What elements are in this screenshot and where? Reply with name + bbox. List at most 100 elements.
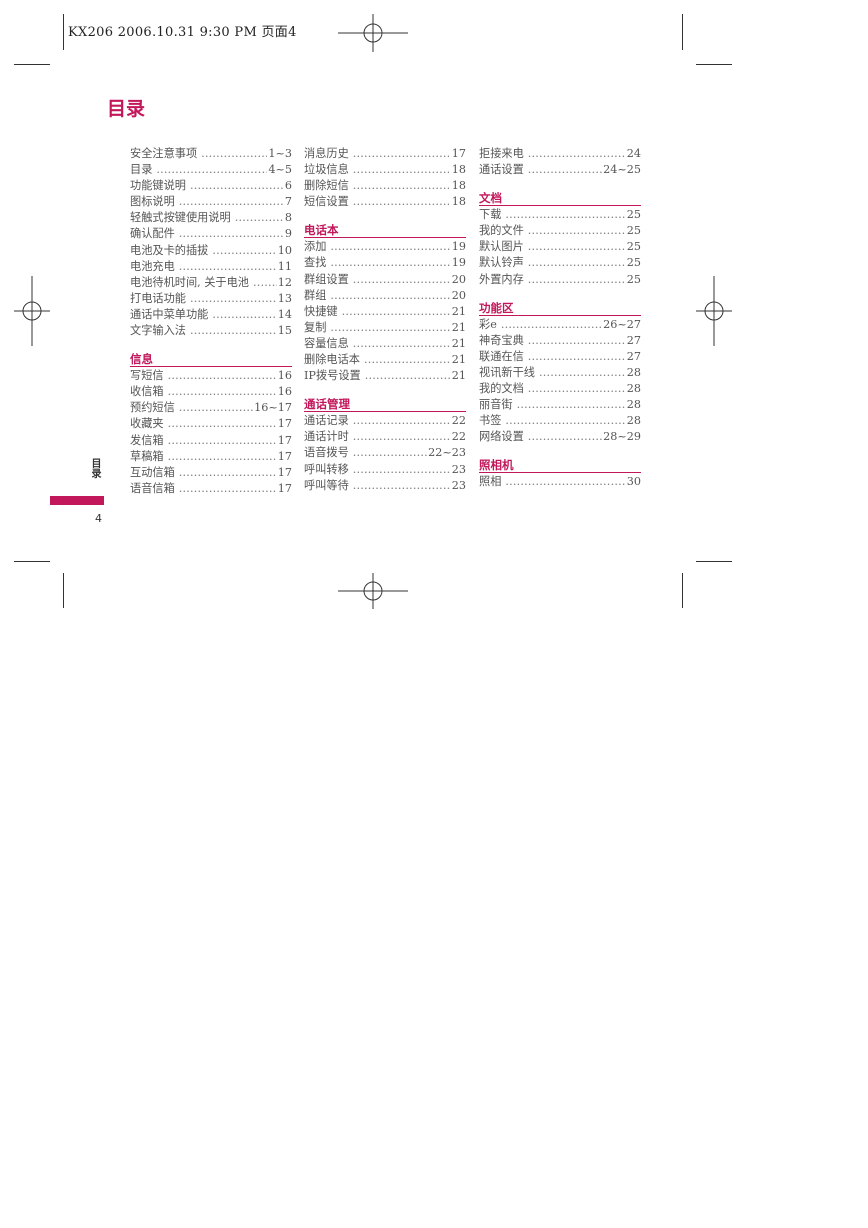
toc-entry[interactable]: 图标说明7 — [130, 194, 292, 210]
toc-entry[interactable]: 草稿箱17 — [130, 449, 292, 465]
toc-entry[interactable]: 网络设置28~29 — [479, 429, 641, 445]
dot-leader — [330, 255, 450, 271]
dot-leader — [505, 207, 625, 223]
toc-entry[interactable]: 短信设置18 — [304, 194, 466, 210]
toc-entry[interactable]: 发信箱17 — [130, 433, 292, 449]
toc-entry[interactable]: 查找19 — [304, 255, 466, 271]
dot-leader — [201, 146, 267, 162]
toc-entry[interactable]: 轻触式按键使用说明8 — [130, 210, 292, 226]
toc-entry[interactable]: 通话计时22 — [304, 429, 466, 445]
toc-entry[interactable]: 垃圾信息18 — [304, 162, 466, 178]
toc-entry-label: 安全注意事项 — [130, 147, 198, 160]
dot-leader — [212, 307, 276, 323]
toc-entry[interactable]: 快捷键21 — [304, 304, 466, 320]
toc-entry-page: 18 — [451, 163, 466, 177]
toc-section: 信息写短信16收信箱16预约短信16~17收藏夹17发信箱17草稿箱17互动信箱… — [130, 352, 292, 497]
toc-entry-page: 27 — [626, 349, 641, 363]
toc-entry[interactable]: 丽音街28 — [479, 397, 641, 413]
toc-entry[interactable]: 电池待机时间, 关于电池12 — [130, 275, 292, 291]
dot-leader — [253, 275, 277, 291]
dot-leader — [342, 304, 451, 320]
toc-entry-page: 17 — [277, 465, 292, 479]
toc-entry[interactable]: 下载25 — [479, 207, 641, 223]
toc-section: 文档下载25我的文件25默认图片25默认铃声25外置内存25 — [479, 191, 641, 287]
toc-entry[interactable]: 拒接来电24 — [479, 146, 641, 162]
toc-entry[interactable]: 默认铃声25 — [479, 255, 641, 271]
toc-entry[interactable]: 消息历史17 — [304, 146, 466, 162]
dot-leader — [365, 368, 451, 384]
toc-entry[interactable]: 安全注意事项1~3 — [130, 146, 292, 162]
toc-entry-label: 呼叫转移 — [304, 462, 349, 476]
toc-entry[interactable]: 神奇宝典27 — [479, 333, 641, 349]
toc-entry[interactable]: 写短信16 — [130, 368, 292, 384]
toc-entry[interactable]: 语音信箱17 — [130, 481, 292, 497]
toc-entry-page: 21 — [451, 320, 466, 334]
section-title: 电话本 — [304, 223, 466, 239]
toc-entry-page: 25 — [626, 240, 641, 254]
page-title: 目录 — [107, 98, 146, 120]
dot-leader — [528, 333, 626, 349]
print-header: KX206 2006.10.31 9:30 PM 页面4 — [68, 25, 297, 40]
toc-entry[interactable]: 通话记录22 — [304, 413, 466, 429]
toc-entry[interactable]: 电池及卡的插拔10 — [130, 243, 292, 259]
toc-entry-page: 6 — [284, 179, 292, 193]
dot-leader — [235, 210, 284, 226]
dot-leader — [190, 291, 277, 307]
toc-entry-page: 23 — [451, 462, 466, 476]
toc-entry[interactable]: 彩e26~27 — [479, 317, 641, 333]
toc-entry-page: 19 — [451, 240, 466, 254]
toc-entry[interactable]: 群组设置20 — [304, 272, 466, 288]
toc-entry[interactable]: 收信箱16 — [130, 384, 292, 400]
toc-entry[interactable]: 确认配件9 — [130, 226, 292, 242]
toc-entry-page: 27 — [626, 333, 641, 347]
dot-leader — [528, 162, 602, 178]
toc-entry-page: 22 — [451, 414, 466, 428]
toc-entry[interactable]: 群组20 — [304, 288, 466, 304]
toc-entry[interactable]: 外置内存25 — [479, 272, 641, 288]
toc-entry[interactable]: 功能键说明 6 — [130, 178, 292, 194]
toc-entry[interactable]: 联通在信27 — [479, 349, 641, 365]
toc-entry[interactable]: 目录4~5 — [130, 162, 292, 178]
toc-entry[interactable]: 容量信息21 — [304, 336, 466, 352]
section-title: 文档 — [479, 191, 641, 207]
registration-mark-icon — [14, 276, 50, 346]
dot-leader — [364, 352, 451, 368]
toc-entry[interactable]: 照相30 — [479, 474, 641, 490]
toc-entry-label: 功能键说明 — [130, 179, 186, 193]
toc-entry[interactable]: 我的文件25 — [479, 223, 641, 239]
toc-entry[interactable]: 呼叫等待23 — [304, 478, 466, 494]
toc-entry[interactable]: 删除电话本21 — [304, 352, 466, 368]
dot-leader — [528, 429, 602, 445]
dot-leader — [353, 478, 451, 494]
toc-entry-label: 目录 — [130, 163, 153, 177]
toc-entry[interactable]: 呼叫转移 23 — [304, 462, 466, 478]
registration-mark-icon — [338, 14, 408, 52]
toc-entry[interactable]: 文字输入法15 — [130, 323, 292, 339]
toc-entry[interactable]: 预约短信16~17 — [130, 400, 292, 416]
toc-entry[interactable]: 添加19 — [304, 239, 466, 255]
toc-entry[interactable]: 我的文档28 — [479, 381, 641, 397]
toc-entry[interactable]: IP拨号设置21 — [304, 368, 466, 384]
dot-leader — [353, 146, 451, 162]
toc-entry[interactable]: 复制21 — [304, 320, 466, 336]
toc-entry[interactable]: 通话中菜单功能14 — [130, 307, 292, 323]
toc-entry[interactable]: 互动信箱17 — [130, 465, 292, 481]
toc-entry[interactable]: 收藏夹17 — [130, 416, 292, 432]
toc-entry[interactable]: 电池充电11 — [130, 259, 292, 275]
toc-entry-label: 轻触式按键使用说明 — [130, 211, 231, 225]
dot-leader — [353, 429, 451, 445]
toc-entry[interactable]: 通话设置24~25 — [479, 162, 641, 178]
toc-entry[interactable]: 视讯新干线28 — [479, 365, 641, 381]
crop-mark — [696, 561, 732, 562]
toc-entry[interactable]: 打电话功能13 — [130, 291, 292, 307]
toc-entry[interactable]: 书签28 — [479, 413, 641, 429]
toc-entry-label: 打电话功能 — [130, 291, 186, 305]
toc-entry[interactable]: 默认图片25 — [479, 239, 641, 255]
toc-entry-page: 16 — [277, 385, 292, 399]
toc-entry[interactable]: 删除短信18 — [304, 178, 466, 194]
section-title: 照相机 — [479, 458, 641, 474]
toc-entry[interactable]: 语音拨号22~23 — [304, 445, 466, 461]
dot-leader — [353, 162, 451, 178]
dot-leader — [505, 413, 625, 429]
crop-mark — [682, 14, 683, 50]
